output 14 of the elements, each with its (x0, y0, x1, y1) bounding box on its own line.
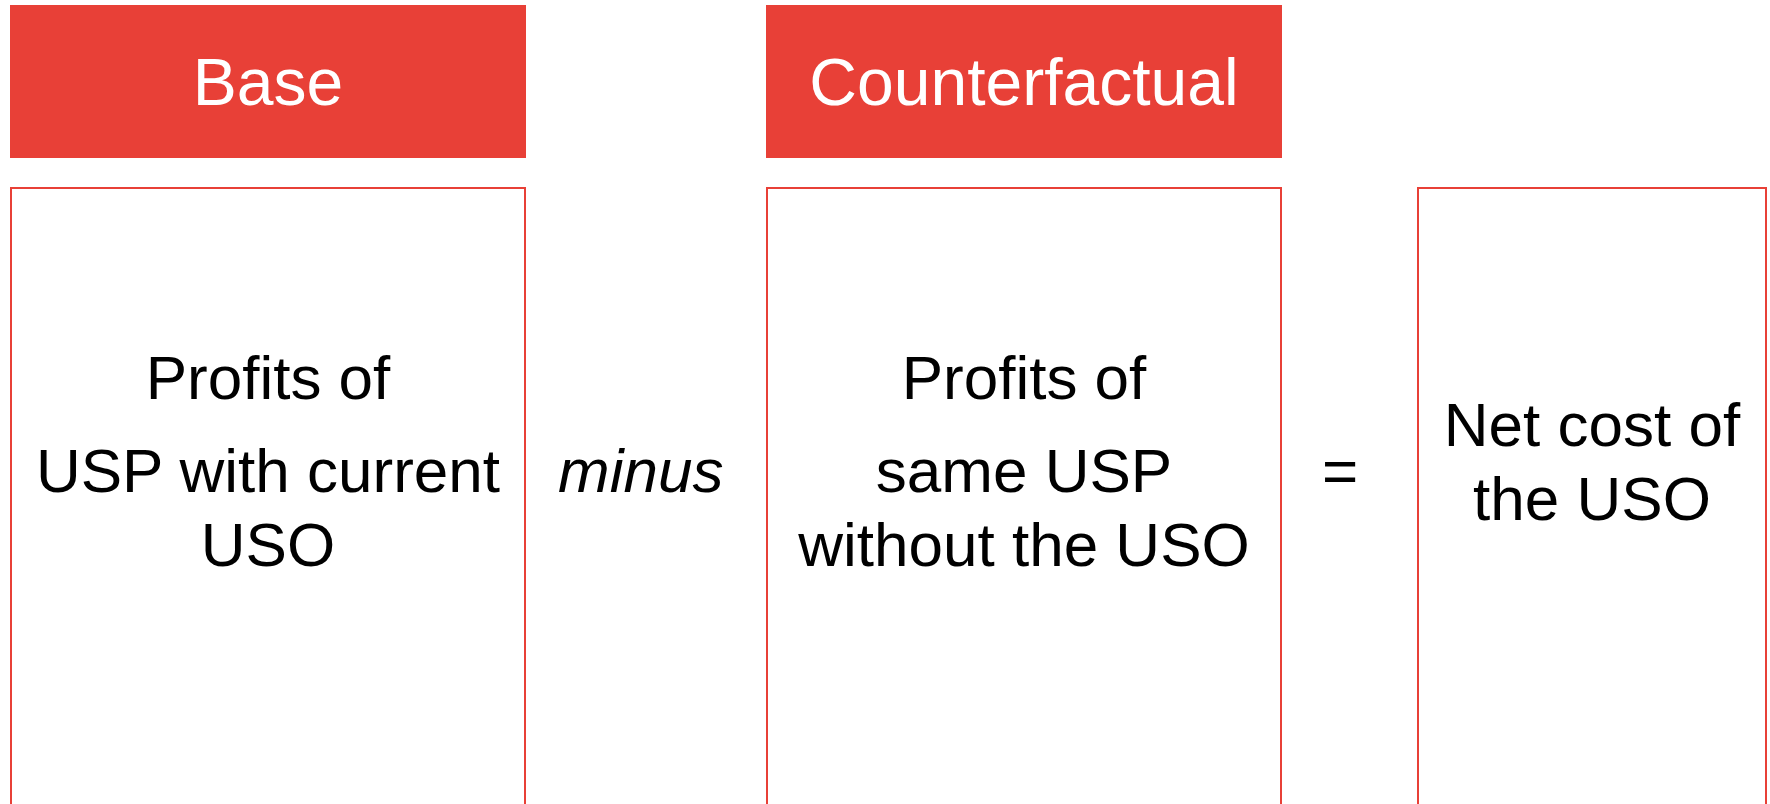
box-text: same USP without the USO (797, 434, 1251, 582)
equals-sign: = (1322, 435, 1359, 506)
result-box (1417, 187, 1767, 804)
header-title: Counterfactual (809, 43, 1239, 120)
box-text: Profits of (901, 342, 1147, 415)
header-title: Base (192, 43, 344, 120)
box-text: Profits of (145, 342, 391, 415)
header-bar (766, 5, 1282, 158)
header-bar (10, 5, 526, 158)
term-box (766, 187, 1282, 804)
box-text: USP with current USO (35, 434, 501, 582)
operator-word: minus (558, 435, 724, 506)
term-box (10, 187, 526, 804)
box-text: Net cost of the USO (1442, 388, 1742, 535)
